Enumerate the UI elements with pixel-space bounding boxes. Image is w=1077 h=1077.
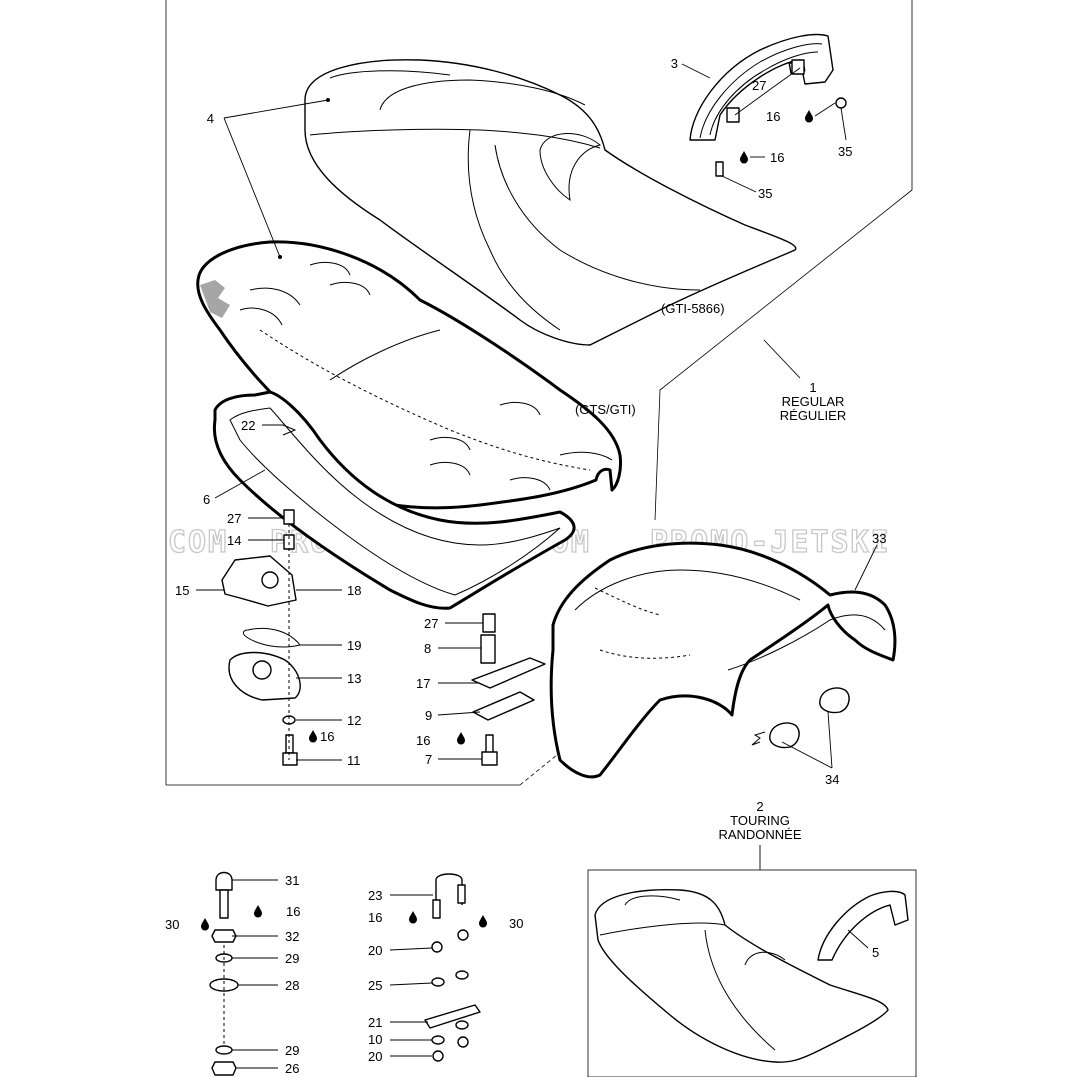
callout-labels: 3 4 27 16 35 16 35 (GTI-5866) (GTS/GTI) … — [165, 56, 886, 1076]
callout-35: 35 — [758, 186, 772, 201]
svg-text:REGULAR: REGULAR — [782, 394, 845, 409]
callout-19: 19 — [347, 638, 361, 653]
touring-assembly-frame — [587, 869, 917, 1077]
callout-10: 10 — [368, 1032, 382, 1047]
callout-3: 3 — [671, 56, 678, 71]
callout-18: 18 — [347, 583, 361, 598]
variant-gti: (GTI-5866) — [661, 301, 725, 316]
callout-22: 22 — [241, 418, 255, 433]
regular-label-leader — [763, 339, 801, 379]
hardware-stack-left — [201, 871, 262, 1076]
variant-gts: (GTS/GTI) — [575, 402, 636, 417]
seat-cover-rear — [549, 541, 897, 779]
handle-touring — [817, 890, 909, 961]
seat-tray — [212, 390, 576, 610]
callout-6: 6 — [203, 492, 210, 507]
callout-27: 27 — [227, 511, 241, 526]
callout-30: 30 — [509, 916, 523, 931]
svg-text:2: 2 — [756, 799, 763, 814]
svg-text:RÉGULIER: RÉGULIER — [780, 408, 846, 423]
callout-34: 34 — [825, 772, 839, 787]
callout-16: 16 — [286, 904, 300, 919]
seat-cover-top — [304, 59, 797, 346]
callout-4: 4 — [207, 111, 214, 126]
svg-text:TOURING: TOURING — [730, 813, 790, 828]
callout-29: 29 — [285, 951, 299, 966]
callout-27: 27 — [424, 616, 438, 631]
callout-28: 28 — [285, 978, 299, 993]
svg-text:RANDONNÉE: RANDONNÉE — [718, 827, 801, 842]
callout-16: 16 — [770, 150, 784, 165]
callout-21: 21 — [368, 1015, 382, 1030]
callout-9: 9 — [425, 708, 432, 723]
callout-16: 16 — [320, 729, 334, 744]
push-rivets — [751, 687, 850, 749]
callout-17: 17 — [416, 676, 430, 691]
latch-assembly — [221, 509, 317, 766]
callout-16: 16 — [416, 733, 430, 748]
watermark-left: COM — [168, 525, 228, 560]
callout-13: 13 — [347, 671, 361, 686]
callout-16: 16 — [766, 109, 780, 124]
callout-29: 29 — [285, 1043, 299, 1058]
callout-20: 20 — [368, 1049, 382, 1064]
callout-33: 33 — [872, 531, 886, 546]
callout-14: 14 — [227, 533, 241, 548]
callout-31: 31 — [285, 873, 299, 888]
regular-assembly-label: 1 REGULAR RÉGULIER — [780, 380, 846, 423]
callout-32: 32 — [285, 929, 299, 944]
touring-assembly-label: 2 TOURING RANDONNÉE — [718, 799, 801, 842]
callout-16: 16 — [368, 910, 382, 925]
regular-assembly-frame — [654, 0, 913, 521]
callout-26: 26 — [285, 1061, 299, 1076]
hardware-stack-middle — [409, 873, 487, 1062]
callout-25: 25 — [368, 978, 382, 993]
callout-11: 11 — [347, 753, 361, 768]
callout-5: 5 — [872, 945, 879, 960]
callout-7: 7 — [425, 752, 432, 767]
svg-text:1: 1 — [809, 380, 816, 395]
bracket-assembly — [457, 613, 546, 766]
callout-12: 12 — [347, 713, 361, 728]
callout-15: 15 — [175, 583, 189, 598]
seat-touring — [594, 888, 889, 1063]
callout-35: 35 — [838, 144, 852, 159]
callout-30: 30 — [165, 917, 179, 932]
callout-23: 23 — [368, 888, 382, 903]
callout-27: 27 — [752, 78, 766, 93]
callout-20: 20 — [368, 943, 382, 958]
leader-lines — [196, 63, 878, 1069]
hardware-top-right — [715, 59, 847, 177]
callout-8: 8 — [424, 641, 431, 656]
